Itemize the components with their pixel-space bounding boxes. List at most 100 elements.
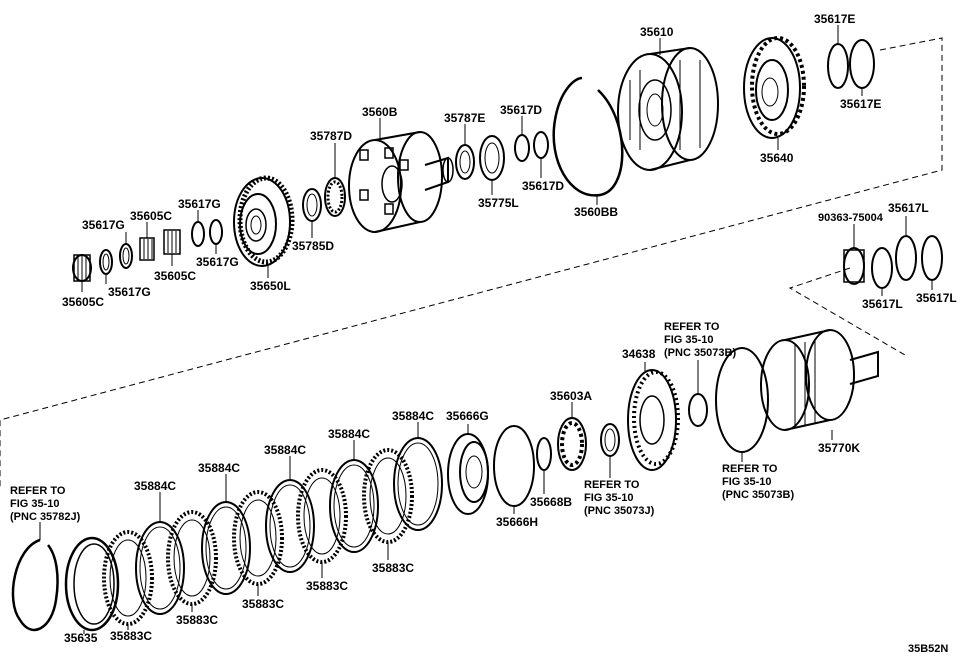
label-35884c: 35884C: [328, 427, 370, 441]
part-35883c-disc[interactable]: [102, 530, 154, 626]
part-34638-hub[interactable]: [627, 369, 680, 471]
label-35635: 35635: [64, 631, 98, 645]
refer-note-line: REFER TO: [664, 321, 720, 333]
label-35650l: 35650L: [250, 279, 291, 293]
refer-note-right[interactable]: REFER TO FIG 35-10 (PNC 35073B): [722, 463, 794, 501]
label-35884c: 35884C: [264, 443, 306, 457]
label-34638: 34638: [622, 347, 656, 361]
part-35787d-bearing[interactable]: [324, 177, 346, 217]
refer-note-top[interactable]: REFER TO FIG 35-10 (PNC 35073B): [664, 321, 736, 359]
part-35610-drum[interactable]: [617, 47, 719, 171]
label-35787e: 35787E: [444, 111, 485, 125]
refer-note-line: FIG 35-10: [10, 498, 60, 510]
label-35883c: 35883C: [306, 579, 348, 593]
label-35617g: 35617G: [82, 218, 125, 232]
part-35605c-bearing[interactable]: [72, 254, 92, 282]
part-35650l-drum[interactable]: [233, 175, 295, 267]
part-35605c-bearing[interactable]: [139, 237, 155, 261]
label-35883c: 35883C: [372, 561, 414, 575]
label-35617l: 35617L: [862, 297, 903, 311]
part-35617l-ring[interactable]: [895, 235, 917, 281]
part-3560bb-snap-ring[interactable]: [552, 76, 624, 197]
label-35610: 35610: [640, 25, 674, 39]
part-35073b-ring[interactable]: [715, 347, 769, 453]
label-35605c: 35605C: [62, 295, 104, 309]
label-35617l: 35617L: [916, 291, 957, 305]
part-35617l-ring[interactable]: [871, 247, 893, 289]
part-35782j-snap-ring[interactable]: [11, 538, 59, 632]
part-35666g-piston[interactable]: [447, 433, 489, 515]
part-35883c-disc[interactable]: [296, 468, 348, 564]
part-35617l-ring[interactable]: [921, 235, 943, 281]
part-35617e-ring[interactable]: [827, 43, 849, 89]
refer-note-line: FIG 35-10: [584, 492, 634, 504]
label-90363-75004: 90363-75004: [818, 212, 884, 224]
part-35617g-washer[interactable]: [209, 219, 223, 245]
refer-note-line: REFER TO: [584, 479, 640, 491]
part-35775l-washer[interactable]: [479, 135, 505, 181]
label-35617d: 35617D: [522, 179, 564, 193]
part-35666h-ring[interactable]: [493, 425, 535, 507]
part-35617d-ring[interactable]: [514, 134, 530, 162]
part-3560b-carrier[interactable]: [348, 131, 454, 233]
part-35073b-small-ring[interactable]: [688, 393, 708, 427]
part-35787e-washer[interactable]: [455, 144, 475, 180]
label-35787d: 35787D: [310, 129, 352, 143]
refer-note-line: (PNC 35782J): [10, 511, 81, 523]
leader-lines: [39, 25, 933, 634]
part-35884c-plate[interactable]: [135, 521, 185, 615]
refer-note-line: FIG 35-10: [722, 476, 772, 488]
label-35605c: 35605C: [154, 269, 196, 283]
part-90363-75004-bearing[interactable]: [843, 247, 865, 285]
label-35884c: 35884C: [198, 461, 240, 475]
refer-note-line: (PNC 35073B): [664, 347, 736, 359]
label-35785d: 35785D: [292, 239, 334, 253]
part-35603a-spring[interactable]: [557, 417, 587, 471]
part-35617g-washer[interactable]: [99, 249, 113, 275]
label-35883c: 35883C: [242, 597, 284, 611]
label-35617l: 35617L: [888, 201, 929, 215]
label-35605c: 35605C: [130, 209, 172, 223]
refer-note-line: FIG 35-10: [664, 334, 714, 346]
label-3560bb: 3560BB: [574, 205, 618, 219]
label-35770k: 35770K: [818, 441, 860, 455]
label-35668b: 35668B: [530, 495, 572, 509]
part-35635-flange[interactable]: [64, 536, 120, 632]
refer-note-line: (PNC 35073J): [584, 505, 655, 517]
part-35770k-drum[interactable]: [760, 329, 879, 431]
part-35617e-ring[interactable]: [849, 39, 875, 89]
label-35617g: 35617G: [108, 285, 151, 299]
label-35617g: 35617G: [196, 255, 239, 269]
refer-note-line: REFER TO: [10, 485, 66, 497]
label-35640: 35640: [760, 151, 794, 165]
part-35617g-washer[interactable]: [119, 243, 133, 269]
part-35785d-washer[interactable]: [302, 188, 322, 222]
part-35605c-bearing[interactable]: [163, 229, 181, 255]
part-35884c-plate[interactable]: [393, 437, 443, 531]
part-35073j-ring[interactable]: [600, 423, 620, 457]
part-35617d-ring[interactable]: [533, 131, 549, 159]
refer-note-line: REFER TO: [722, 463, 778, 475]
label-35884c: 35884C: [392, 409, 434, 423]
label-35775l: 35775L: [478, 196, 519, 210]
part-labels: 35617E 35617E 35610 35640 3560B 35787D 3…: [62, 12, 957, 645]
label-35617g: 35617G: [178, 197, 221, 211]
label-3560b: 3560B: [362, 105, 398, 119]
refer-note-mid[interactable]: REFER TO FIG 35-10 (PNC 35073J): [584, 479, 655, 517]
refer-note-left[interactable]: REFER TO FIG 35-10 (PNC 35782J): [10, 485, 81, 523]
label-35617d: 35617D: [500, 103, 542, 117]
part-35668b-ring[interactable]: [536, 437, 552, 471]
part-35883c-disc[interactable]: [232, 490, 284, 586]
label-35603a: 35603A: [550, 389, 592, 403]
label-35666g: 35666G: [446, 409, 489, 423]
label-35884c: 35884C: [134, 479, 176, 493]
part-35640-gear[interactable]: [743, 36, 806, 139]
refer-note-line: (PNC 35073B): [722, 489, 794, 501]
label-35883c: 35883C: [110, 629, 152, 643]
part-35617g-washer[interactable]: [191, 221, 205, 247]
label-35617e: 35617E: [840, 97, 881, 111]
diagram-code: 35B52N: [908, 643, 948, 655]
label-35666h: 35666H: [496, 515, 538, 529]
